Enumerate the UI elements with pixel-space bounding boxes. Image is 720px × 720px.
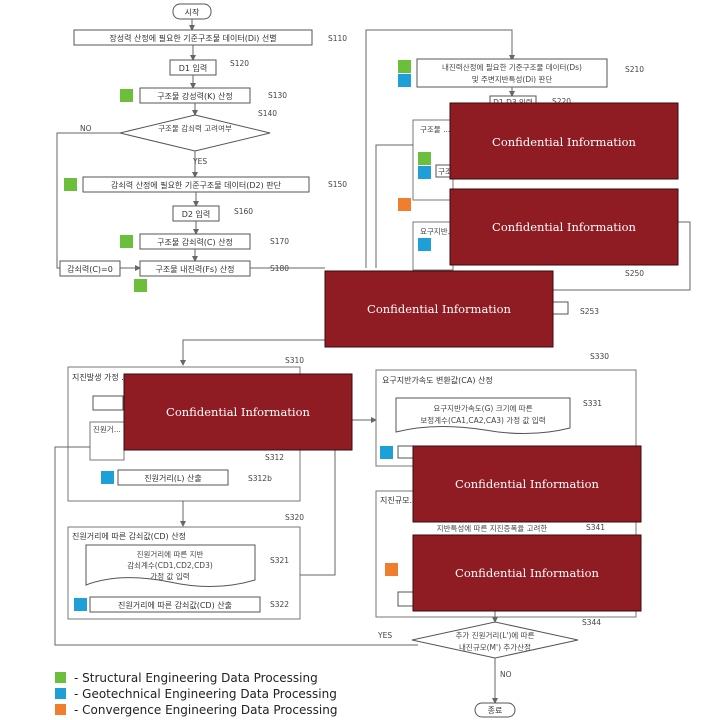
step-s331-text-2: 보정계수(CA1,CA2,CA3) 가정 값 입력 (420, 415, 545, 425)
end-terminal (474, 702, 516, 718)
structural-marker-s130 (120, 89, 133, 102)
redaction-block-1 (449, 102, 679, 180)
decision-yes-label: YES (192, 157, 207, 166)
step-s331-label: S331 (583, 399, 602, 408)
section-330-step: S330 (590, 352, 609, 361)
redaction-block-6 (412, 534, 642, 612)
step-s321-document (85, 544, 256, 587)
geotechnical-marker-right-2 (418, 238, 431, 251)
legend-structural-label: - Structural Engineering Data Processing (74, 671, 318, 685)
redaction-block-5 (412, 445, 642, 523)
zero-damping-text: 감쇠력(C)=0 (67, 264, 113, 274)
step-s210-label: S210 (625, 65, 644, 74)
section-310-title: 지진발생 가정 ... (72, 372, 129, 382)
redaction-block-3 (324, 270, 554, 348)
legend-convergence-swatch (55, 704, 66, 715)
step-s312b-box (117, 469, 229, 486)
step-s210-box (416, 58, 608, 88)
step-s160-label: S160 (234, 207, 253, 216)
redaction-block-4 (123, 373, 353, 451)
convergence-marker-s340 (385, 563, 398, 576)
decision-s344-yes: YES (377, 631, 392, 640)
decision-s344-text-1: 추가 진원거리(L')에 따른 (456, 630, 535, 640)
right-mid-label: 구조... (438, 167, 459, 176)
step-s180-text: 구조물 내진력(Fs) 산정 (156, 264, 235, 274)
step-s210-text-2: 및 주변지반특성(Di) 판단 (472, 74, 553, 84)
step-s160-text: D2 입력 (182, 209, 211, 219)
structural-marker-s150 (64, 178, 77, 191)
section-330-title: 요구지반가속도 변환값(CA) 산정 (382, 375, 493, 385)
section-310-s312: S312 (265, 453, 284, 462)
end-label: 종료 (488, 706, 503, 715)
geotechnical-marker-s210 (398, 74, 411, 87)
decision-s140-text: 구조물 감쇠력 고려여부 (158, 123, 232, 133)
geotechnical-marker-right-1 (418, 166, 431, 179)
step-s321-label: S321 (270, 556, 289, 565)
redaction-label-3: Confidential Information (367, 302, 511, 316)
step-s321-text-3: 가정 값 입력 (150, 571, 189, 581)
legend-geotechnical-swatch (55, 688, 66, 699)
right-lower-label: 요구지반... (420, 227, 455, 236)
convergence-marker-right (398, 198, 411, 211)
step-s170-label: S170 (270, 237, 289, 246)
step-s130-label: S130 (268, 91, 287, 100)
decision-s140-label: S140 (258, 109, 277, 118)
structural-marker-s180 (134, 279, 147, 292)
redaction-label-5: Confidential Information (455, 477, 599, 491)
step-s341-text: 지반특성에 따른 지진증폭율 고려한 (437, 523, 548, 533)
start-label: 시작 (185, 7, 200, 17)
redaction-block-2 (449, 188, 679, 266)
step-s250-label: S250 (625, 269, 644, 278)
step-s312b-label: S312b (248, 474, 272, 483)
step-s322-box (89, 596, 261, 613)
frame-structural-title: 구조물 ... (420, 125, 450, 134)
decision-s344-text-2: 내진규모(M') 추가산정 (459, 642, 531, 652)
decision-s344-label: S344 (582, 618, 601, 627)
step-s120-label: S120 (230, 59, 249, 68)
step-s253-label: S253 (580, 307, 599, 316)
section-320-step: S320 (285, 513, 304, 522)
section-310-step: S310 (285, 356, 304, 365)
geotechnical-marker-s330 (380, 446, 393, 459)
step-s322-label: S322 (270, 600, 289, 609)
redaction-label-4: Confidential Information (166, 405, 310, 419)
geotechnical-marker-s322 (74, 598, 87, 611)
geotechnical-marker-s312b (101, 471, 114, 484)
legend-structural-swatch (55, 672, 66, 683)
step-s210-text-1: 내진력산정에 필요한 기준구조물 데이터(Ds) (442, 62, 582, 72)
section-310-input-box (92, 395, 124, 411)
step-s321-text-1: 진원거리에 따른 지반 (137, 549, 204, 559)
decision-s344-no: NO (500, 670, 512, 679)
step-s321-text-2: 감쇠계수(CD1,CD2,CD3) (127, 560, 213, 570)
redaction-label-1: Confidential Information (492, 135, 636, 149)
section-340-title: 지진규모... (380, 495, 417, 505)
decision-s344 (411, 621, 579, 659)
redaction-label-6: Confidential Information (455, 566, 599, 580)
legend-convergence-label: - Convergence Engineering Data Processin… (74, 703, 337, 717)
redaction-label-2: Confidential Information (492, 220, 636, 234)
step-s110-label: S110 (328, 34, 347, 43)
step-s331-document (395, 397, 571, 435)
decision-no-label: NO (80, 124, 92, 133)
step-s150-text: 감쇠력 산정에 필요한 기준구조물 데이터(D2) 판단 (111, 180, 282, 190)
legend-geotechnical-label: - Geotechnical Engineering Data Processi… (74, 687, 337, 701)
section-320-frame (67, 526, 301, 620)
section-310-inner-label: 진원거... (93, 424, 121, 434)
step-s110-text: 장성력 산정에 필요한 기준구조물 데이터(Di) 선별 (109, 33, 276, 43)
step-s170-text: 구조물 감쇠력(C) 산정 (157, 237, 233, 247)
step-s220-label: S220 (552, 97, 571, 106)
structural-marker-s210 (398, 60, 411, 73)
structural-marker-right-1 (418, 152, 431, 165)
step-s120-text: D1 입력 (179, 63, 208, 73)
structural-marker-s170 (120, 235, 133, 248)
step-s130-text: 구조물 강성력(K) 산정 (157, 91, 232, 101)
step-s150-label: S150 (328, 180, 347, 189)
section-320-title: 진원거리에 따른 감쇠값(CD) 산정 (72, 531, 186, 541)
decision-s140 (119, 114, 271, 152)
step-s331-text-1: 요구지반가속도(G) 크기에 따른 (433, 404, 532, 413)
step-s341-label: S341 (586, 523, 605, 532)
step-s322-text: 진원거리에 따른 감쇠값(CD) 산출 (118, 600, 232, 610)
step-s312b-text: 진원거리(L) 산출 (144, 473, 201, 483)
